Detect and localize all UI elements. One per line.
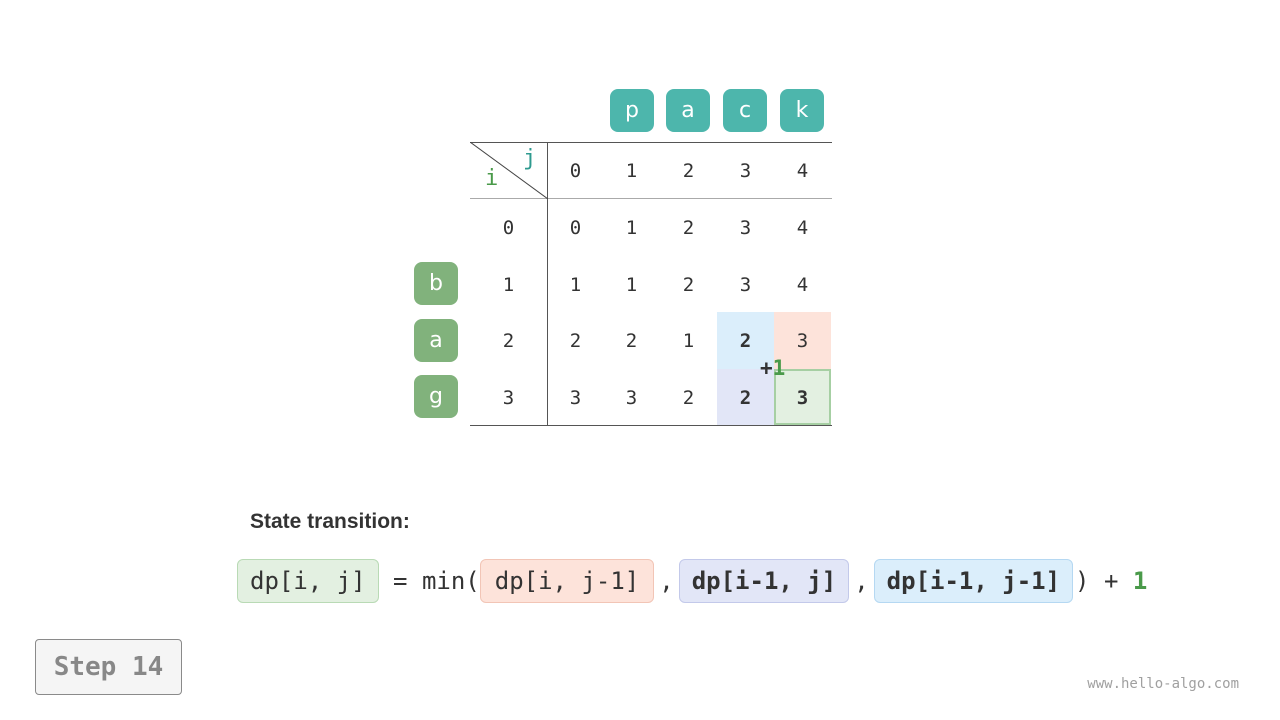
formula-comma-1: , — [659, 567, 674, 595]
col-header: 1 — [625, 159, 638, 182]
dp-cell: 3 — [625, 386, 638, 409]
axis-label-j: j — [523, 146, 537, 171]
top-char-c: c — [723, 89, 767, 132]
dp-cell: 2 — [682, 386, 695, 409]
plus-one-value: 1 — [772, 356, 786, 380]
left-char-b: b — [414, 262, 458, 305]
dp-cell: 1 — [682, 329, 695, 352]
dp-cell: 4 — [796, 273, 809, 296]
top-char-p: p — [610, 89, 654, 132]
dp-cell-up-source: 2 — [739, 386, 752, 409]
dp-cell: 3 — [739, 216, 752, 239]
formula-one: 1 — [1132, 567, 1148, 595]
left-char-a: a — [414, 319, 458, 362]
top-char-k: k — [780, 89, 824, 132]
col-header: 2 — [682, 159, 695, 182]
row-header: 3 — [502, 386, 515, 409]
col-header: 4 — [796, 159, 809, 182]
dp-cell: 2 — [682, 273, 695, 296]
dp-cell: 0 — [569, 216, 582, 239]
formula-up-term: dp[i-1, j] — [678, 559, 850, 603]
state-transition-label: State transition: — [250, 510, 410, 533]
dp-cell: 1 — [625, 216, 638, 239]
dp-cell: 1 — [569, 273, 582, 296]
plus-one-annotation: +1 — [760, 356, 785, 380]
formula-lhs: dp[i, j] — [237, 559, 379, 603]
formula-left-term: dp[i, j-1] — [479, 559, 655, 603]
dp-cell: 2 — [569, 329, 582, 352]
highlight-diag-cell — [717, 312, 774, 369]
axis-label-i: i — [485, 166, 499, 191]
header-separator-line — [470, 198, 832, 199]
top-char-a: a — [666, 89, 710, 132]
formula-close-plus: ) + — [1075, 567, 1133, 595]
corner-diagonal — [470, 142, 548, 199]
dp-cell: 1 — [625, 273, 638, 296]
col-header: 0 — [569, 159, 582, 182]
table-top-line — [470, 142, 832, 143]
dp-cell-target: 3 — [796, 386, 809, 409]
dp-cell: 2 — [682, 216, 695, 239]
formula-comma-2: , — [854, 567, 869, 595]
table-bottom-line — [470, 425, 832, 426]
row-header: 0 — [502, 216, 515, 239]
formula-diag-term: dp[i-1, j-1] — [873, 559, 1074, 603]
state-transition-formula: dp[i, j] = min(dp[i, j-1],dp[i-1, j],dp[… — [237, 559, 1147, 603]
dp-cell: 2 — [625, 329, 638, 352]
dp-cell: 3 — [569, 386, 582, 409]
row-header-separator — [547, 142, 548, 425]
dp-cell-left-source: 3 — [796, 329, 809, 352]
dp-cell: 4 — [796, 216, 809, 239]
dp-cell-diag-source: 2 — [739, 329, 752, 352]
step-badge: Step 14 — [35, 639, 182, 695]
formula-eq-min: = min( — [378, 567, 480, 595]
highlight-target-cell — [774, 369, 831, 425]
left-char-g: g — [414, 375, 458, 418]
dp-cell: 3 — [739, 273, 752, 296]
row-header: 2 — [502, 329, 515, 352]
col-header: 3 — [739, 159, 752, 182]
highlight-left-cell — [774, 312, 831, 369]
plus-sign: + — [760, 356, 773, 380]
row-header: 1 — [502, 273, 515, 296]
watermark: www.hello-algo.com — [1087, 676, 1239, 692]
highlight-up-cell — [717, 369, 774, 425]
